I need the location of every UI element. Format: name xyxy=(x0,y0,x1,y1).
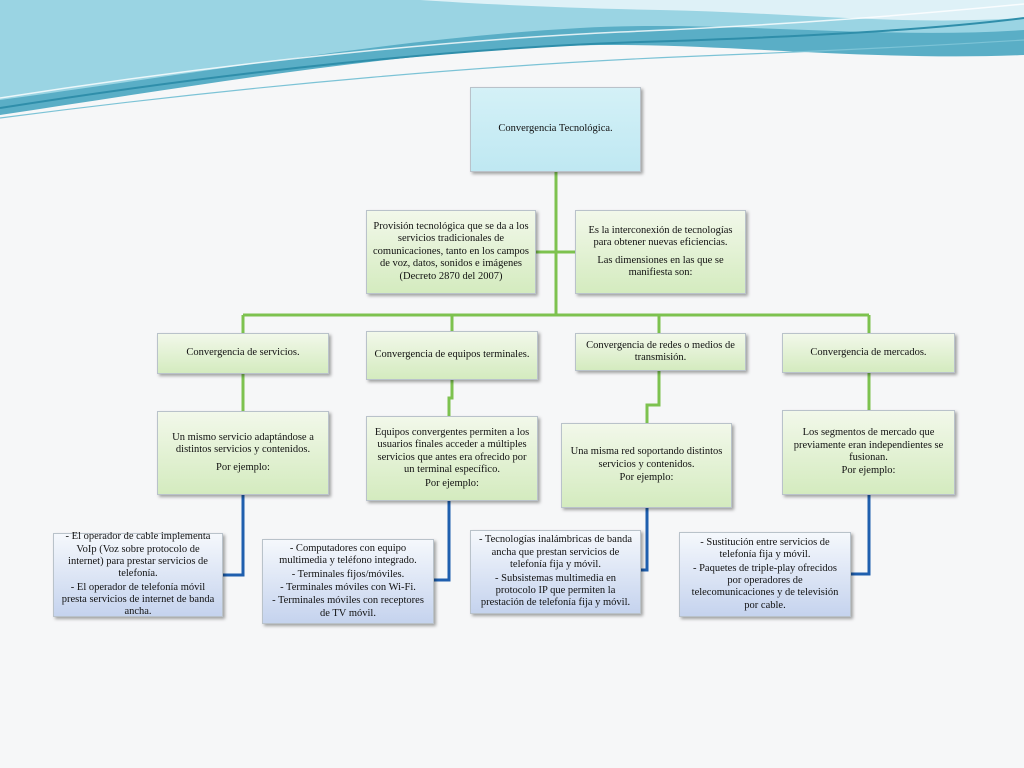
category-equipos-node: Convergencia de equipos terminales. xyxy=(366,331,538,380)
description-equipos-text: Equipos convergentes permiten a los usua… xyxy=(374,427,530,476)
examples-equipos-item: - Terminales móviles con receptores de T… xyxy=(272,595,424,619)
examples-redes-item: - Tecnologías inalámbricas de banda anch… xyxy=(478,534,632,571)
examples-mercados-item: - Paquetes de triple-play ofrecidos por … xyxy=(691,562,839,611)
header-wave-banner xyxy=(0,0,1024,119)
description-equipos-example-label: Por ejemplo: xyxy=(425,477,479,489)
examples-servicios-item: - El operador de telefonía móvil presta … xyxy=(61,581,215,618)
servicios-to-examples-line xyxy=(223,495,245,577)
description-mercados-node: Los segmentos de mercado que previamente… xyxy=(782,410,955,495)
description-redes-example-label: Por ejemplo: xyxy=(619,472,674,484)
description-mercados-example-label: Por ejemplo: xyxy=(841,465,896,477)
equipos-to-examples-line xyxy=(434,501,451,582)
examples-equipos-item: - Computadores con equipo multimedia y t… xyxy=(279,542,417,567)
examples-equipos-node: - Computadores con equipo multimedia y t… xyxy=(262,539,434,624)
root-node: Convergencia Tecnológica. xyxy=(470,87,641,172)
blue-connectors xyxy=(223,495,871,582)
green-connectors xyxy=(241,172,871,423)
examples-equipos-item: - Terminales móviles con Wi-Fi. xyxy=(280,582,416,593)
examples-servicios-item: - El operador de cable implementa VoIp (… xyxy=(65,531,211,580)
category-redes-label: Convergencia de redes o medios de transm… xyxy=(586,339,735,363)
dimensions-subtext: Las dimensiones en las que se manifiesta… xyxy=(597,254,724,278)
description-servicios-example-label: Por ejemplo: xyxy=(216,461,270,473)
dimensions-text: Es la interconexión de tecnologías para … xyxy=(588,224,733,249)
category-mercados-label: Convergencia de mercados. xyxy=(810,346,927,358)
equipos-to-description-line xyxy=(447,380,454,416)
examples-equipos-item: - Terminales fijos/móviles. xyxy=(291,568,405,580)
definition-node: Provisión tecnológica que se da a los se… xyxy=(366,210,536,294)
examples-redes-node: - Tecnologías inalámbricas de banda anch… xyxy=(470,530,641,614)
description-equipos-node: Equipos convergentes permiten a los usua… xyxy=(366,416,538,501)
redes-to-examples-line xyxy=(641,508,649,572)
description-redes-node: Una misma red soportando distintos servi… xyxy=(561,423,732,508)
examples-mercados-item: - Sustitución entre servicios de telefon… xyxy=(700,536,830,561)
description-servicios-text: Un mismo servicio adaptándose a distinto… xyxy=(172,431,314,456)
examples-mercados-node: - Sustitución entre servicios de telefon… xyxy=(679,532,851,617)
description-servicios-node: Un mismo servicio adaptándose a distinto… xyxy=(157,411,329,495)
description-mercados-text: Los segmentos de mercado que previamente… xyxy=(793,427,944,463)
mercados-to-examples-line xyxy=(851,495,871,576)
examples-redes-item: - Subsistemas multimedia en protocolo IP… xyxy=(480,572,631,609)
category-equipos-label: Convergencia de equipos terminales. xyxy=(374,349,530,361)
category-servicios-node: Convergencia de servicios. xyxy=(157,333,329,374)
examples-servicios-node: - El operador de cable implementa VoIp (… xyxy=(53,531,223,618)
description-redes-text: Una misma red soportando distintos servi… xyxy=(570,446,723,470)
category-mercados-node: Convergencia de mercados. xyxy=(782,333,955,373)
redes-to-description-line xyxy=(645,371,661,423)
category-redes-node: Convergencia de redes o medios de transm… xyxy=(575,333,746,371)
definition-text: Provisión tecnológica que se da a los se… xyxy=(373,221,529,282)
category-servicios-label: Convergencia de servicios. xyxy=(186,347,300,359)
root-label: Convergencia Tecnológica. xyxy=(498,123,613,135)
dimensions-node: Es la interconexión de tecnologías para … xyxy=(575,210,746,294)
